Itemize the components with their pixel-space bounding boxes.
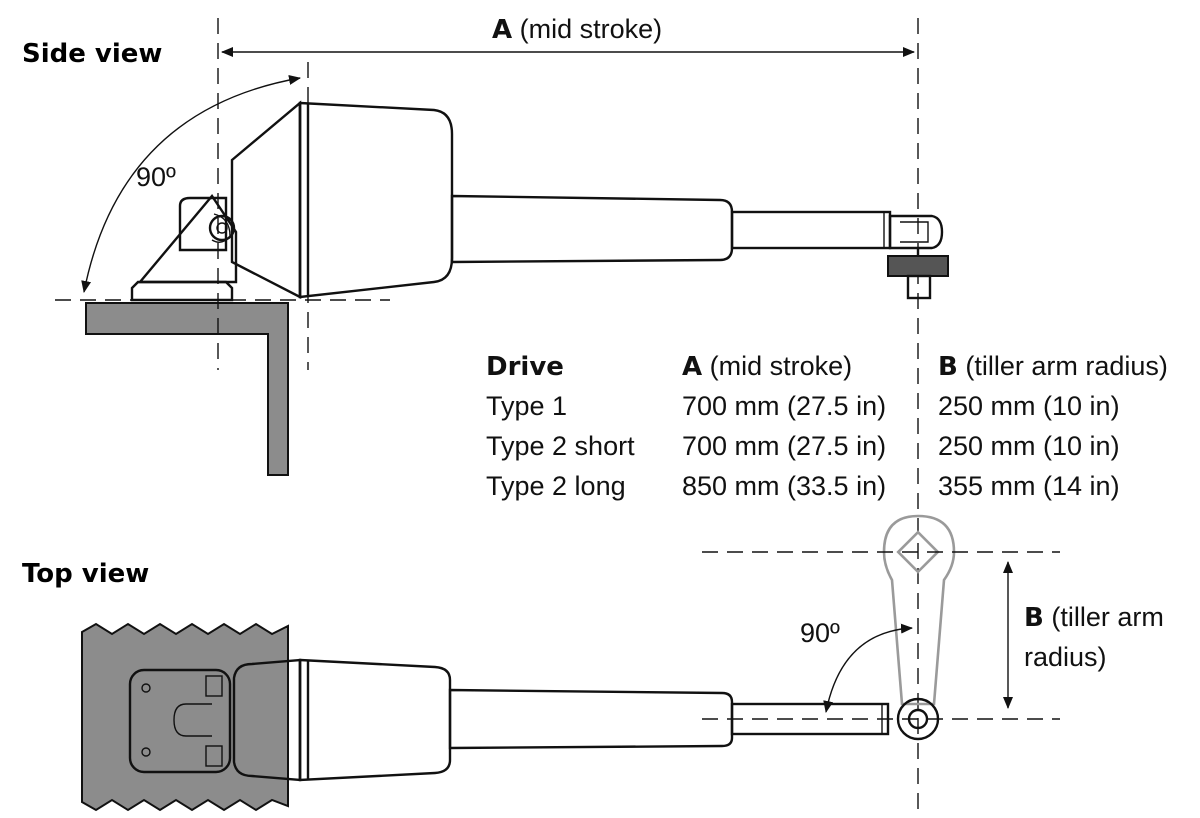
side-view-title: Side view (22, 39, 162, 69)
tilt-angle-arc (81, 75, 301, 293)
top-cylinder-body (448, 688, 734, 750)
side-angle-label: 90º (136, 162, 176, 192)
pivot-bracket (178, 196, 228, 252)
mount-bracket (137, 194, 238, 284)
table-row: Type 2 short 700 mm (27.5 in) 250 mm (10… (486, 426, 1168, 466)
cell-drive: Type 1 (486, 390, 568, 421)
pivot-pin-inner (216, 222, 228, 234)
dim-b-label-line2: radius) (1024, 642, 1107, 672)
pivot-clip (211, 213, 231, 243)
cell-drive: Type 2 long (486, 470, 626, 501)
hinge-bottom (205, 745, 223, 767)
rod-end (888, 214, 944, 250)
motor-cone (298, 101, 454, 299)
cell-b: 250 mm (10 in) (938, 430, 1120, 461)
mounting-plate (128, 668, 232, 774)
cell-b: 355 mm (14 in) (938, 470, 1120, 501)
dim-b-label-line1: B (tiller arm (1024, 602, 1164, 633)
cell-drive: Type 2 short (486, 430, 635, 461)
top-view-title: Top view (22, 559, 149, 589)
header-drive: Drive (486, 351, 564, 382)
plate-screw-1 (141, 683, 151, 693)
mounting-surface (85, 302, 289, 476)
base-mount (130, 280, 234, 302)
cell-a: 700 mm (27.5 in) (682, 430, 887, 461)
cell-a: 850 mm (33.5 in) (682, 470, 887, 501)
spec-table-header: Drive A (mid stroke) B (tiller arm radiu… (486, 346, 1168, 386)
cell-a: 700 mm (27.5 in) (682, 390, 887, 421)
push-rod (730, 210, 892, 250)
header-a: A (mid stroke) (682, 350, 853, 382)
pivot-pin (208, 214, 236, 242)
table-row: Type 2 long 850 mm (33.5 in) 355 mm (14 … (486, 466, 1168, 506)
top-view: Top view 90º B (tille (22, 514, 1164, 812)
tiller-arm (882, 514, 956, 706)
side-view: Side view A (mid stroke) 90º (22, 14, 949, 818)
table-row: Type 1 700 mm (27.5 in) 250 mm (10 in) (486, 386, 1168, 426)
drive-spec-table: Drive A (mid stroke) B (tiller arm radiu… (486, 346, 1168, 506)
tiller-pin (906, 274, 932, 300)
plate-screw-2 (141, 747, 151, 757)
tiller-square-hub (896, 530, 940, 574)
top-mounting-surface (81, 622, 289, 812)
top-angle-arc (823, 623, 913, 713)
top-motor-cone (298, 658, 452, 782)
plate-slot (173, 703, 212, 737)
motor-housing (230, 100, 302, 299)
tiller-collar (887, 255, 949, 277)
rod-end-detail (900, 221, 929, 243)
dim-a-label: A (mid stroke) (492, 14, 662, 45)
cylinder-body (450, 194, 734, 264)
header-b: B (tiller arm radius) (938, 350, 1168, 382)
top-angle-label: 90º (800, 618, 840, 648)
hinge-top (205, 675, 223, 697)
cell-b: 250 mm (10 in) (938, 390, 1120, 421)
